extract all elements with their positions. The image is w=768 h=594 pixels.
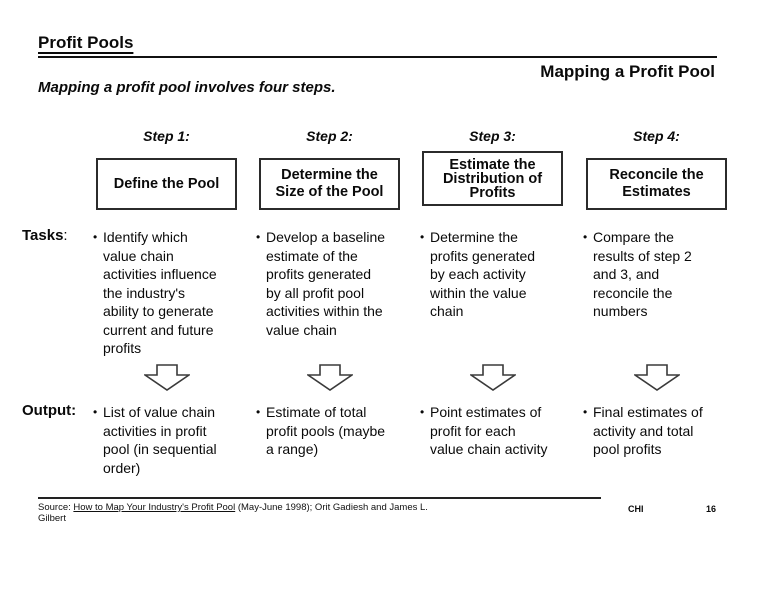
- bullet-dot-icon: •: [420, 405, 425, 419]
- page-title: Profit Pools: [38, 33, 134, 52]
- down-arrow-icon: [259, 364, 400, 391]
- step-4-output-bullet: •Final estimates of activity and total p…: [583, 404, 703, 457]
- step-2-label: Step 2:: [306, 128, 353, 144]
- footer-divider: [38, 497, 601, 499]
- down-arrow-icon: [586, 364, 727, 391]
- output-row-label: Output:: [22, 402, 77, 419]
- step-4-box: Reconcile the Estimates: [586, 158, 727, 210]
- down-arrow-icon: [96, 364, 237, 391]
- slide-header-right: Mapping a Profit Pool: [540, 62, 715, 81]
- title-underline-rule: [38, 56, 717, 58]
- step-1-label: Step 1:: [143, 128, 190, 144]
- source-citation-line2: Gilbert: [38, 513, 66, 524]
- step-3-box: Estimate the Distribution of Profits: [422, 151, 563, 206]
- source-title-underlined: How to Map Your Industry's Profit Pool: [73, 502, 236, 513]
- slide-subtitle: Mapping a profit pool involves four step…: [38, 79, 336, 96]
- step-4-label: Step 4:: [633, 128, 680, 144]
- bullet-dot-icon: •: [583, 405, 588, 419]
- step-1-tasks-bullet: •Identify which value chain activities i…: [93, 229, 217, 356]
- tasks-row-label: Tasks:: [22, 227, 68, 244]
- bullet-dot-icon: •: [420, 230, 425, 244]
- step-3-output-bullet: •Point estimates of profit for each valu…: [420, 404, 548, 457]
- down-arrow-icon: [422, 364, 563, 391]
- office-code: CHI: [628, 504, 644, 514]
- step-3-label: Step 3:: [469, 128, 516, 144]
- bullet-dot-icon: •: [256, 405, 261, 419]
- step-2-tasks-bullet: •Develop a baseline estimate of the prof…: [256, 229, 386, 338]
- step-3-tasks-bullet: •Determine the profits generated by each…: [420, 229, 536, 319]
- step-1-box: Define the Pool: [96, 158, 237, 210]
- step-1-output-bullet: •List of value chain activities in profi…: [93, 404, 217, 476]
- bullet-dot-icon: •: [583, 230, 588, 244]
- source-citation: Source: How to Map Your Industry's Profi…: [38, 502, 428, 524]
- bullet-dot-icon: •: [93, 230, 98, 244]
- bullet-dot-icon: •: [256, 230, 261, 244]
- step-2-box: Determine the Size of the Pool: [259, 158, 400, 210]
- step-2-output-bullet: •Estimate of total profit pools (maybe a…: [256, 404, 386, 457]
- step-4-tasks-bullet: •Compare the results of step 2 and 3, an…: [583, 229, 692, 319]
- page-number: 16: [706, 504, 717, 514]
- bullet-dot-icon: •: [93, 405, 98, 419]
